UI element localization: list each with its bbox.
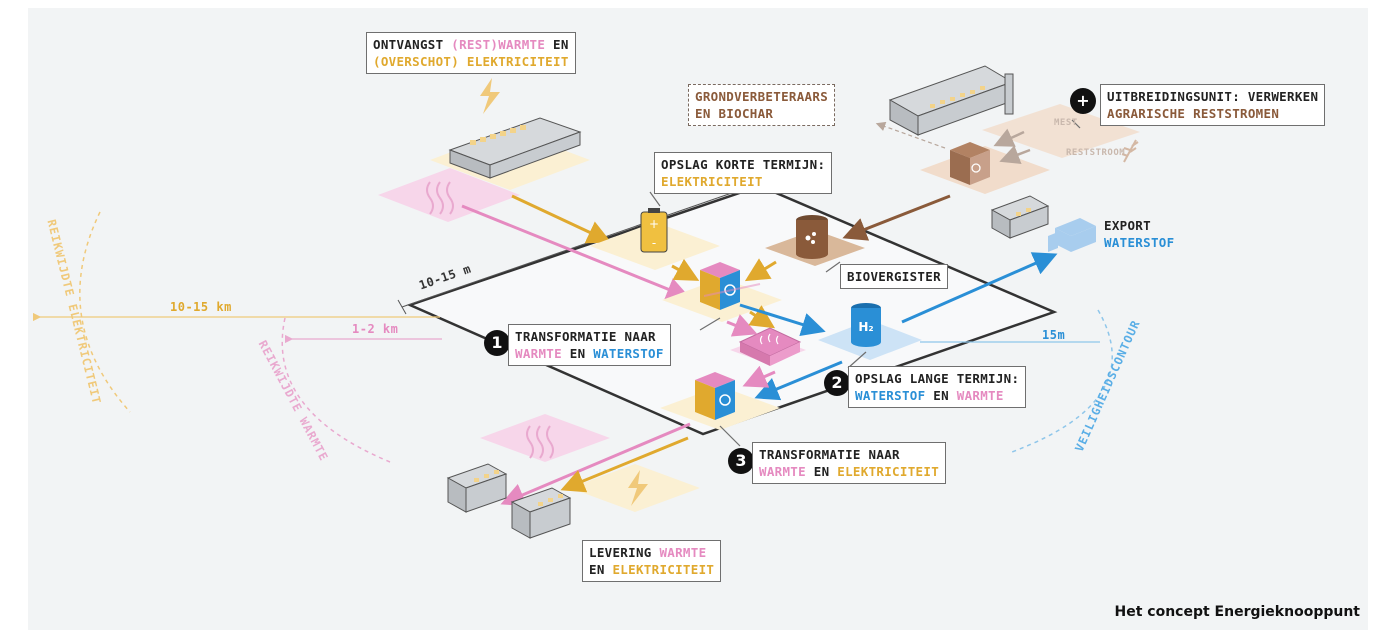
hydrogen-export-arrow <box>901 252 1058 324</box>
mest-arrow <box>993 128 1025 147</box>
factory-building <box>448 117 582 179</box>
wheat-icon <box>1121 139 1139 163</box>
label-opslag-kort: OPSLAG KORTE TERMIJN: ELEKTRICITEIT <box>654 152 833 194</box>
hydrogen-from-storage-arrow <box>754 360 843 401</box>
badge-plus: + <box>1070 88 1096 114</box>
safety-contour-arc <box>1011 309 1113 453</box>
lightning-icon <box>480 78 500 114</box>
heat-out-arrow <box>500 422 691 507</box>
hydrogen-tank-icon <box>851 303 881 347</box>
waste-heat-icon <box>426 181 454 215</box>
battery-icon: + - <box>640 208 668 253</box>
heat-from-buffer-arrow <box>742 365 776 388</box>
electricity-out-arrow <box>560 436 689 493</box>
barn-building <box>888 65 1014 136</box>
hydrogen-to-storage-arrow <box>739 303 826 337</box>
processing-unit-icon <box>950 142 990 185</box>
badge-one: 1 <box>484 330 510 356</box>
house-right <box>990 195 1050 239</box>
distance-electricity: 10-15 km <box>170 300 232 314</box>
delivery-heat-tile <box>480 414 610 462</box>
distance-heat: 1-2 km <box>352 322 399 336</box>
heat-in-arrow <box>461 204 691 301</box>
reststroom-arrow <box>999 145 1031 164</box>
electricity-in-arrow <box>511 194 612 244</box>
soil-output-arrow <box>875 121 946 149</box>
badge-two: 2 <box>824 370 850 396</box>
biogas-arrow <box>744 258 777 282</box>
hydrogen-symbol: H₂ <box>858 320 873 334</box>
label-biovergister: BIOVERGISTER <box>840 264 948 289</box>
electricity-range-arc <box>79 211 131 413</box>
house-delivery-1 <box>446 463 508 513</box>
distance-safety: 15m <box>1042 328 1066 342</box>
svg-text:+: + <box>649 217 659 231</box>
label-mest: MEST <box>1054 118 1078 128</box>
label-grondverbeteraars: GRONDVERBETERAARS EN BIOCHAR <box>688 84 836 126</box>
label-levering: LEVERING WARMTE EN ELEKTRICITEIT <box>582 540 722 582</box>
figure-caption: Het concept Energieknooppunt <box>1114 604 1360 620</box>
label-transformatie-1: TRANSFORMATIE NAAR WARMTE EN WATERSTOF <box>508 324 671 366</box>
label-reststroom: RESTSTROOM <box>1066 148 1126 158</box>
house-delivery-2 <box>510 487 572 539</box>
label-transformatie-3: TRANSFORMATIE NAAR WARMTE EN ELEKTRICITE… <box>752 442 947 484</box>
label-ontvangst: ONTVANGST (REST)WARMTE EN (OVERSCHOT) EL… <box>366 32 576 74</box>
transform3-cube <box>695 372 735 420</box>
biodigester-icon <box>796 215 828 259</box>
truck-icon <box>1048 218 1096 252</box>
label-opslag-lang: OPSLAG LANGE TERMIJN: WATERSTOF EN WARMT… <box>848 366 1027 408</box>
label-uitbreiding: UITBREIDINGSUNIT: VERWERKEN AGRARISCHE R… <box>1100 84 1326 126</box>
badge-three: 3 <box>728 448 754 474</box>
residual-flow-arrow <box>842 194 951 241</box>
label-export: EXPORT WATERSTOF <box>1104 218 1175 250</box>
site-dimension-line <box>401 185 753 308</box>
svg-text:-: - <box>652 236 656 250</box>
